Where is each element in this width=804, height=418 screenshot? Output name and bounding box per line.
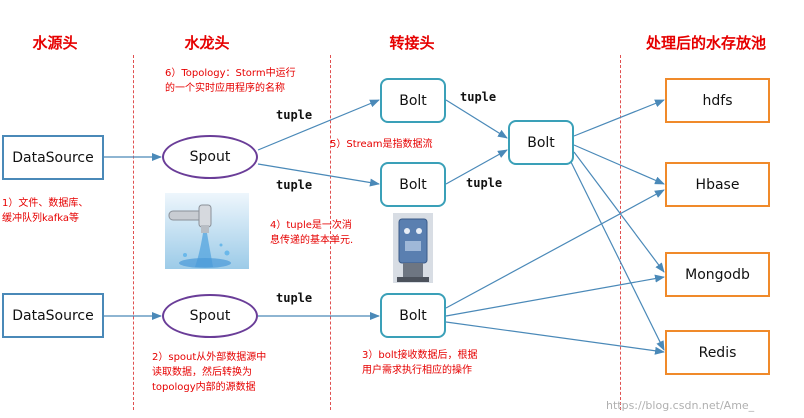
- arrow-spout1-bolt-middle: [257, 163, 380, 187]
- arrow-bolt-middle-bolt-right: [445, 149, 508, 185]
- spout-node-1: Spout: [162, 135, 258, 179]
- divider-2: [330, 55, 331, 410]
- header-source: 水源头: [32, 34, 78, 52]
- arrow-bolt-right-hbase: [573, 144, 665, 185]
- faucet-image: [165, 193, 249, 269]
- arrow-bolt-bottom-hbase: [445, 189, 665, 309]
- header-adapter: 转接头: [389, 34, 435, 52]
- arrow-bolt-top-bolt-right: [445, 99, 508, 139]
- arrow-bolt-right-hdfs: [573, 99, 665, 137]
- spout-node-2: Spout: [162, 294, 258, 338]
- arrow-bolt-right-redis: [569, 159, 665, 351]
- bolt-node-right: Bolt: [508, 120, 574, 165]
- datasource-box-1: DataSource: [2, 135, 104, 180]
- note-tuple: 4）tuple是一次消息传递的基本单元.: [270, 220, 354, 246]
- watermark: https://blog.csdn.net/Ame_: [606, 399, 755, 412]
- store-redis: Redis: [665, 330, 770, 375]
- tuple-label-1: tuple: [276, 108, 313, 122]
- divider-3: [620, 55, 621, 410]
- note-datasource: 1）文件、数据库、缓冲队列kafka等: [2, 198, 89, 224]
- datasource-box-2: DataSource: [2, 293, 104, 338]
- tuple-label-4: tuple: [460, 90, 497, 104]
- note-topology: 6）Topology：Storm中运行的一个实时应用程序的名称: [165, 68, 296, 94]
- arrow-bolt-bottom-redis: [445, 321, 665, 355]
- arrow-bolt-right-mongodb: [573, 151, 665, 273]
- tuple-label-5: tuple: [466, 176, 503, 190]
- bolt-node-top: Bolt: [380, 78, 446, 123]
- bolt-node-middle: Bolt: [380, 162, 446, 207]
- tuple-label-3: tuple: [276, 291, 313, 305]
- divider-1: [133, 55, 134, 410]
- header-pool: 处理后的水存放池: [645, 34, 767, 52]
- store-mongodb: Mongodb: [665, 252, 770, 297]
- header-faucet: 水龙头: [184, 34, 230, 52]
- bolt-node-bottom: Bolt: [380, 293, 446, 338]
- machine-image: [393, 213, 433, 283]
- tuple-label-2: tuple: [276, 178, 313, 192]
- note-stream: 5）Stream是指数据流: [330, 139, 433, 150]
- arrow-spout1-bolt-top: [257, 99, 380, 151]
- store-hbase: Hbase: [665, 162, 770, 207]
- arrow-bolt-bottom-mongodb: [445, 274, 665, 317]
- store-hdfs: hdfs: [665, 78, 770, 123]
- note-bolt: 3）bolt接收数据后，根据用户需求执行相应的操作: [362, 350, 478, 376]
